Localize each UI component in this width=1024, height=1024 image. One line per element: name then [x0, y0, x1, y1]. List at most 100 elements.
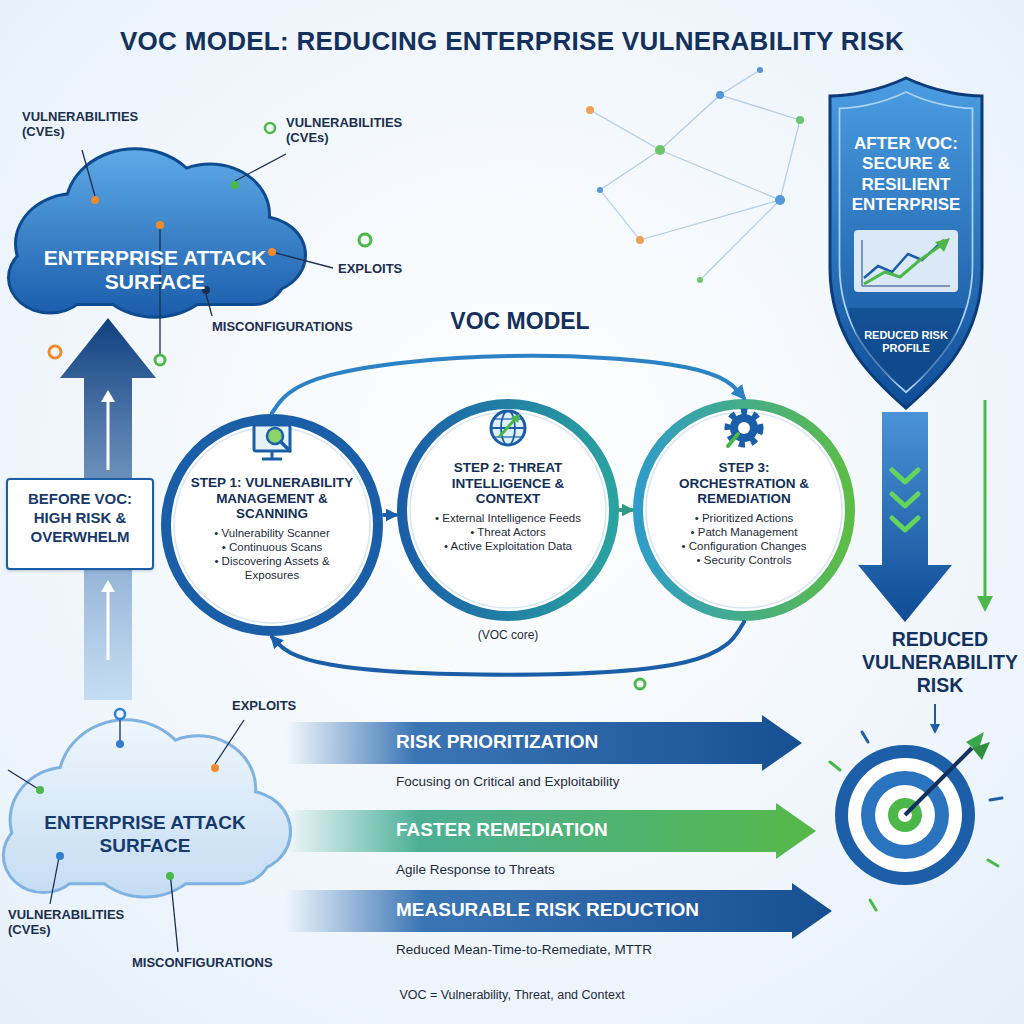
attack-surface-cloud-shape [22, 237, 288, 306]
node-text: Agile Response to Threats [396, 861, 555, 878]
network-decoration [780, 120, 800, 200]
globe-icon [491, 411, 525, 445]
node-text: • Security Controls [662, 553, 826, 567]
chevrons [892, 470, 918, 482]
step-circle-shape [410, 412, 606, 608]
attack-surface-cloud: ENTERPRISE ATTACK SURFACE [5, 130, 305, 320]
attack-surface-cloud: ENTERPRISE ATTACK SURFACE [0, 700, 290, 900]
green-arrow [984, 400, 987, 598]
risk-chart [861, 240, 863, 286]
attack-surface-cloud-shape [10, 150, 304, 316]
node-text: • External Intelligence Feeds [426, 511, 590, 525]
attack-surface-cloud-shape [0, 700, 290, 900]
rise-arrow-inner [107, 590, 110, 660]
network-decoration [586, 67, 804, 283]
network-decoration [716, 91, 724, 99]
attack-surface-cloud-shape [25, 240, 285, 303]
step-circle-shape [646, 412, 842, 608]
risk-chart [935, 238, 950, 252]
cloud-leaders [50, 852, 60, 904]
cloud-dots [635, 679, 645, 689]
node-heading: STEP 3: ORCHESTRATION & REMEDIATION [662, 460, 826, 507]
attack-surface-cloud-shape [16, 813, 273, 886]
cloud-dots [49, 346, 61, 358]
cloud-leaders [170, 872, 178, 952]
target-symbol [830, 762, 998, 910]
scanner-icon [262, 458, 282, 461]
node-heading: BEFORE VOC: HIGH RISK & OVERWHELM [16, 490, 144, 546]
scanner-icon [271, 451, 274, 458]
node-heading: FASTER REMEDIATION [396, 819, 608, 841]
node-heading: STEP 1: VULNERABILITY MANAGEMENT & SCANN… [190, 475, 354, 522]
chevrons [892, 470, 918, 530]
scanner-icon [254, 425, 290, 459]
cloud-leaders [119, 720, 120, 740]
node-text: Focusing on Critical and Exploitability [396, 773, 620, 790]
cloud-dots [359, 234, 371, 246]
chevrons [892, 518, 918, 530]
cloud-leaders [206, 294, 212, 316]
green-arrow [977, 400, 993, 612]
cloud-leaders [8, 150, 333, 952]
misconfig-label: MISCONFIGURATIONS [132, 956, 307, 971]
cloud-leaders [159, 225, 160, 355]
cloud-leaders [8, 770, 40, 790]
core-label: (VOC core) [448, 628, 568, 642]
target-symbol [988, 860, 998, 866]
cloud-leaders [82, 150, 95, 196]
network-decoration [700, 200, 780, 280]
node-text: • Vulnerability Scanner [190, 526, 354, 540]
cloud-leaders [215, 720, 244, 764]
cloud-dots [202, 286, 210, 294]
chevrons [892, 494, 918, 506]
flow-arrow [272, 356, 744, 413]
node-heading: ENTERPRISE ATTACK SURFACE [35, 246, 275, 294]
exploit-label: EXPLOITS [232, 699, 322, 714]
cloud-dots [166, 872, 174, 880]
cloud-dots [116, 740, 124, 748]
caption: VOC = Vulnerability, Threat, and Context [0, 988, 1024, 1002]
outcome-shield-shape [830, 78, 982, 408]
risk-chart [854, 230, 958, 292]
node-heading: ENTERPRISE ATTACK SURFACE [25, 812, 265, 858]
gear-icon [738, 422, 750, 434]
step-circle-shape [402, 404, 614, 616]
benefit-arrow-shape [286, 803, 816, 859]
node-heading: STEP 2: THREAT INTELLIGENCE & CONTEXT [426, 460, 590, 507]
network-decoration [600, 190, 640, 240]
globe-icon [500, 418, 516, 436]
cloud-dots [155, 355, 165, 365]
node-text: • Prioritized Actions [662, 511, 826, 525]
status-box: BEFORE VOC: HIGH RISK & OVERWHELM [6, 478, 154, 570]
network-decoration [757, 67, 763, 73]
outcome-shield-shape [840, 92, 973, 392]
target-symbol [830, 762, 840, 770]
gear-icon [728, 412, 760, 446]
network-decoration [720, 95, 800, 120]
target-symbol [990, 798, 1002, 800]
flow-arrow [384, 513, 396, 517]
risk-chart [854, 230, 958, 292]
scanner-icon [254, 425, 290, 451]
target-symbol [862, 732, 868, 742]
flow-arrow [272, 622, 744, 675]
outcome-shield-shape [830, 78, 982, 408]
cloud-dots [36, 123, 645, 880]
cloud-dots [211, 764, 219, 772]
rise-arrow-inner [101, 390, 115, 402]
benefit-arrow: MEASURABLE RISK REDUCTIONReduced Mean-Ti… [286, 886, 832, 966]
network-decoration [697, 277, 703, 283]
node-heading: MEASURABLE RISK REDUCTION [396, 899, 699, 921]
page-title: VOC MODEL: REDUCING ENTERPRISE VULNERABI… [0, 26, 1024, 57]
target-symbol [934, 704, 936, 726]
cloud-dots [115, 709, 125, 719]
benefit-arrow: FASTER REMEDIATION Agile Response to Thre… [286, 806, 816, 886]
node-text: • Configuration Changes [662, 539, 826, 553]
benefit-arrow: RISK PRIORITIZATIONFocusing on Critical … [286, 718, 802, 800]
network-decoration [655, 145, 665, 155]
target-symbol [830, 704, 1002, 910]
network-decoration [775, 195, 785, 205]
target-symbol [835, 745, 975, 885]
network-decoration [597, 187, 603, 193]
